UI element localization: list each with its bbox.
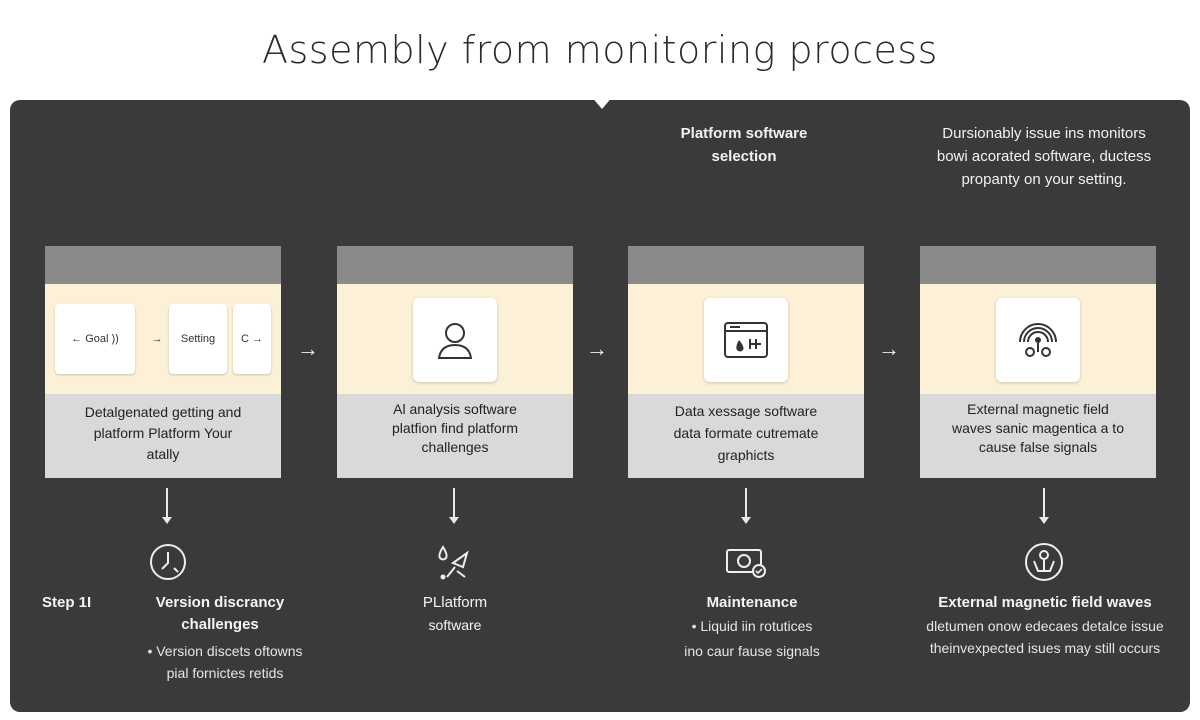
process-card-1: ← Goal )) → Setting C → Detalgenated get… xyxy=(45,246,281,478)
flow-arrow-down xyxy=(449,488,459,524)
card-text-line: graphicts xyxy=(717,447,775,463)
card-text-line: atally xyxy=(146,446,180,462)
step-number: Step 1I xyxy=(42,594,92,611)
step-sub-line: dletumen onow edecaes detalce issue xyxy=(926,618,1164,634)
card-header-band xyxy=(337,246,573,284)
step-sub-line: • Version discets oftowns xyxy=(147,643,303,659)
card-text-line: challenges xyxy=(421,439,489,455)
drop-satellite-icon xyxy=(432,540,476,584)
top-note-line: Platform software xyxy=(680,125,808,142)
top-note-platform: Platform software selection xyxy=(628,122,860,168)
process-card-2: Al analysis software platfion find platf… xyxy=(337,246,573,478)
top-note-monitors: Dursionably issue ins monitors bowi acor… xyxy=(900,122,1188,191)
card-header-band xyxy=(45,246,281,284)
goal-chip: ← Goal )) xyxy=(55,304,135,374)
card-header-band xyxy=(920,246,1156,284)
step-sub-version: • Version discets oftowns pial fornictes… xyxy=(120,640,330,684)
card-text-line: waves sanic magentica a to xyxy=(952,420,1124,436)
step-sub-line: theinvexpected isues may still occurs xyxy=(929,640,1161,656)
flow-arrow-down xyxy=(1039,488,1049,524)
card-text-line: Al analysis software xyxy=(393,401,517,417)
card-text-line: Detalgenated getting and xyxy=(84,404,242,420)
step-sub-magnetic: dletumen onow edecaes detalce issue thei… xyxy=(906,615,1184,659)
magnetic-signal-icon xyxy=(996,298,1080,382)
card-description: External magnetic field waves sanic mage… xyxy=(930,400,1146,457)
top-note-line: bowi acorated software, ductess xyxy=(936,148,1152,165)
flow-arrow-right: → xyxy=(878,336,900,361)
step-sub-line: ino caur fause signals xyxy=(684,643,820,659)
device-check-icon xyxy=(724,540,768,584)
panel-notch xyxy=(590,95,614,109)
card-text-line: External magnetic field xyxy=(967,401,1109,417)
step-label-line: software xyxy=(428,617,482,633)
process-card-3: Data xessage software data formate cutre… xyxy=(628,246,864,478)
step-label-line: challenges xyxy=(181,616,259,633)
flow-arrow-right: → xyxy=(586,336,608,361)
browser-window-icon xyxy=(704,298,788,382)
card-text-line: platform Platform Your xyxy=(93,425,233,441)
step-label-line: Version discrancy xyxy=(155,594,285,611)
step-sub-line: • Liquid iin rotutices xyxy=(691,618,813,634)
step-label-magnetic: External magnetic field waves xyxy=(912,592,1178,614)
card-header-band xyxy=(628,246,864,284)
card-text-line: cause false signals xyxy=(978,439,1098,455)
top-note-line: selection xyxy=(711,148,777,165)
flow-arrow-down xyxy=(162,488,172,524)
flow-arrow-right: → xyxy=(297,336,319,361)
step-label-version: Version discrancy challenges xyxy=(120,592,320,636)
step-label-line: External magnetic field waves xyxy=(938,594,1152,611)
top-note-line: Dursionably issue ins monitors xyxy=(942,125,1146,142)
card-description: Data xessage software data formate cutre… xyxy=(638,400,854,466)
step-label-maintenance: Maintenance xyxy=(652,592,852,614)
step-label-platform: PLlatform software xyxy=(370,592,540,636)
wave-badge-icon xyxy=(1022,540,1066,584)
person-icon xyxy=(413,298,497,382)
step-sub-maintenance: • Liquid iin rotutices ino caur fause si… xyxy=(652,615,852,662)
card-text-line: data formate cutremate xyxy=(673,425,819,441)
step-label-line: PLlatform xyxy=(422,594,488,611)
step-label-line: Maintenance xyxy=(706,594,798,611)
next-chip: C → xyxy=(233,304,271,374)
process-card-4: External magnetic field waves sanic mage… xyxy=(920,246,1156,478)
card-description: Al analysis software platfion find platf… xyxy=(347,400,563,457)
arrow-chip: → xyxy=(151,333,163,345)
card-text-line: Data xessage software xyxy=(674,403,818,419)
step-sub-line: pial fornictes retids xyxy=(166,665,284,681)
setting-chip: Setting xyxy=(169,304,227,374)
card-description: Detalgenated getting and platform Platfo… xyxy=(55,402,271,465)
top-note-line: propanty on your setting. xyxy=(961,171,1127,188)
page-title: Assembly from monitoring process xyxy=(262,28,938,72)
flow-arrow-down xyxy=(741,488,751,524)
card-text-line: platfion find platform xyxy=(391,420,519,436)
clock-arrow-icon xyxy=(146,540,190,584)
